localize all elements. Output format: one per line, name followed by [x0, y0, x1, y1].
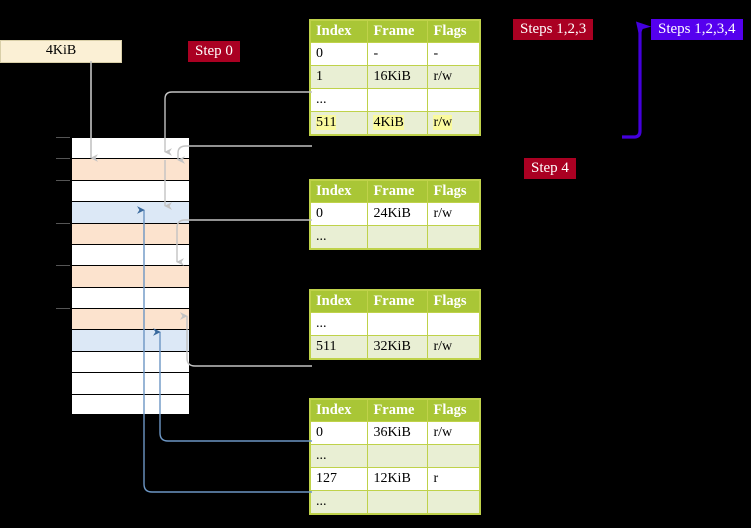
table-cell: ... — [309, 312, 369, 336]
table-cell: 36KiB — [367, 421, 429, 445]
badge-step-0: Step 0 — [188, 41, 240, 62]
memory-frame-tick — [56, 265, 70, 267]
memory-frame-row — [71, 329, 190, 351]
table-cell: 32KiB — [367, 335, 429, 359]
column-header-frame: Frame — [367, 180, 429, 203]
table-cell: - — [427, 42, 480, 66]
memory-frame-row — [71, 243, 190, 266]
badge-step-4: Step 4 — [524, 158, 576, 179]
table-cell: 127 — [309, 467, 369, 491]
table-cell — [427, 225, 480, 249]
table-cell — [367, 490, 429, 514]
table-cell — [367, 225, 429, 249]
size-box-4kib: 4KiB — [0, 40, 122, 63]
connector-l2-row511-to-memory — [180, 312, 312, 367]
table-cell: r/w — [427, 335, 480, 359]
table-row: ... — [309, 225, 480, 249]
table-cell: 0 — [309, 42, 369, 66]
table-cell: ... — [309, 88, 369, 112]
table-cell: 0 — [309, 202, 369, 226]
table-cell: r/w — [427, 202, 480, 226]
table-cell: 16KiB — [367, 65, 429, 89]
table-cell: r/w — [427, 111, 480, 135]
connector-l1-row0-to-memory — [176, 219, 312, 266]
table-cell: ... — [309, 225, 369, 249]
memory-frame-row — [71, 286, 190, 309]
table-cell — [427, 312, 480, 336]
memory-frame-row — [71, 179, 190, 202]
table-cell: ... — [309, 444, 369, 468]
table-cell: r/w — [427, 65, 480, 89]
table-cell: r/w — [427, 421, 480, 445]
column-header-index: Index — [309, 20, 369, 43]
table-cell — [367, 312, 429, 336]
table-cell: 24KiB — [367, 202, 429, 226]
memory-frame-row — [71, 372, 190, 394]
memory-frame-row — [71, 137, 190, 159]
column-header-flags: Flags — [427, 20, 480, 43]
memory-frame-row — [71, 201, 190, 223]
table-cell — [367, 88, 429, 112]
table-cell — [427, 88, 480, 112]
memory-frame-tick — [56, 222, 70, 224]
size-box-label: 4KiB — [45, 43, 77, 58]
table-cell: 12KiB — [367, 467, 429, 491]
table-cell: 0 — [309, 421, 369, 445]
memory-frame-row — [71, 158, 190, 180]
memory-frame-row — [71, 265, 190, 287]
table-cell: ... — [309, 490, 369, 514]
column-header-index: Index — [309, 290, 369, 313]
memory-frame-tick — [56, 179, 70, 181]
table-cell — [427, 444, 480, 468]
memory-frame-tick — [56, 308, 70, 310]
table-row: ... — [309, 312, 480, 336]
badge-steps-1-2-3-4: Steps 1,2,3,4 — [651, 19, 743, 40]
column-header-index: Index — [309, 399, 369, 422]
table-cell — [367, 444, 429, 468]
table-cell — [427, 490, 480, 514]
table-row: ... — [309, 88, 480, 112]
arrowhead-steps-1234 — [635, 21, 652, 38]
connector-l0-row511-to-memory — [177, 145, 312, 164]
memory-frame-row — [71, 308, 190, 330]
column-header-flags: Flags — [427, 180, 480, 203]
arrow-steps-1234-return — [622, 26, 642, 139]
badge-steps-1-2-3: Steps 1,2,3 — [513, 19, 594, 40]
memory-frame-row — [71, 393, 190, 415]
table-cell: r — [427, 467, 480, 491]
table-cell: 4KiB — [367, 111, 429, 135]
column-header-flags: Flags — [427, 290, 480, 313]
table-row: ... — [309, 490, 480, 514]
column-header-index: Index — [309, 180, 369, 203]
table-cell: 1 — [309, 65, 369, 89]
table-row: 0-- — [309, 42, 480, 66]
table-cell: 511 — [309, 111, 369, 135]
memory-frame-tick — [56, 137, 70, 138]
memory-frame-tick — [56, 158, 70, 160]
column-header-frame: Frame — [367, 290, 429, 313]
memory-frame-row — [71, 222, 190, 244]
physical-memory-column — [56, 137, 190, 415]
table-cell: 511 — [309, 335, 369, 359]
column-header-frame: Frame — [367, 399, 429, 422]
memory-frame-row — [71, 350, 190, 373]
table-row: ... — [309, 444, 480, 468]
column-header-frame: Frame — [367, 20, 429, 43]
table-cell: - — [367, 42, 429, 66]
column-header-flags: Flags — [427, 399, 480, 422]
